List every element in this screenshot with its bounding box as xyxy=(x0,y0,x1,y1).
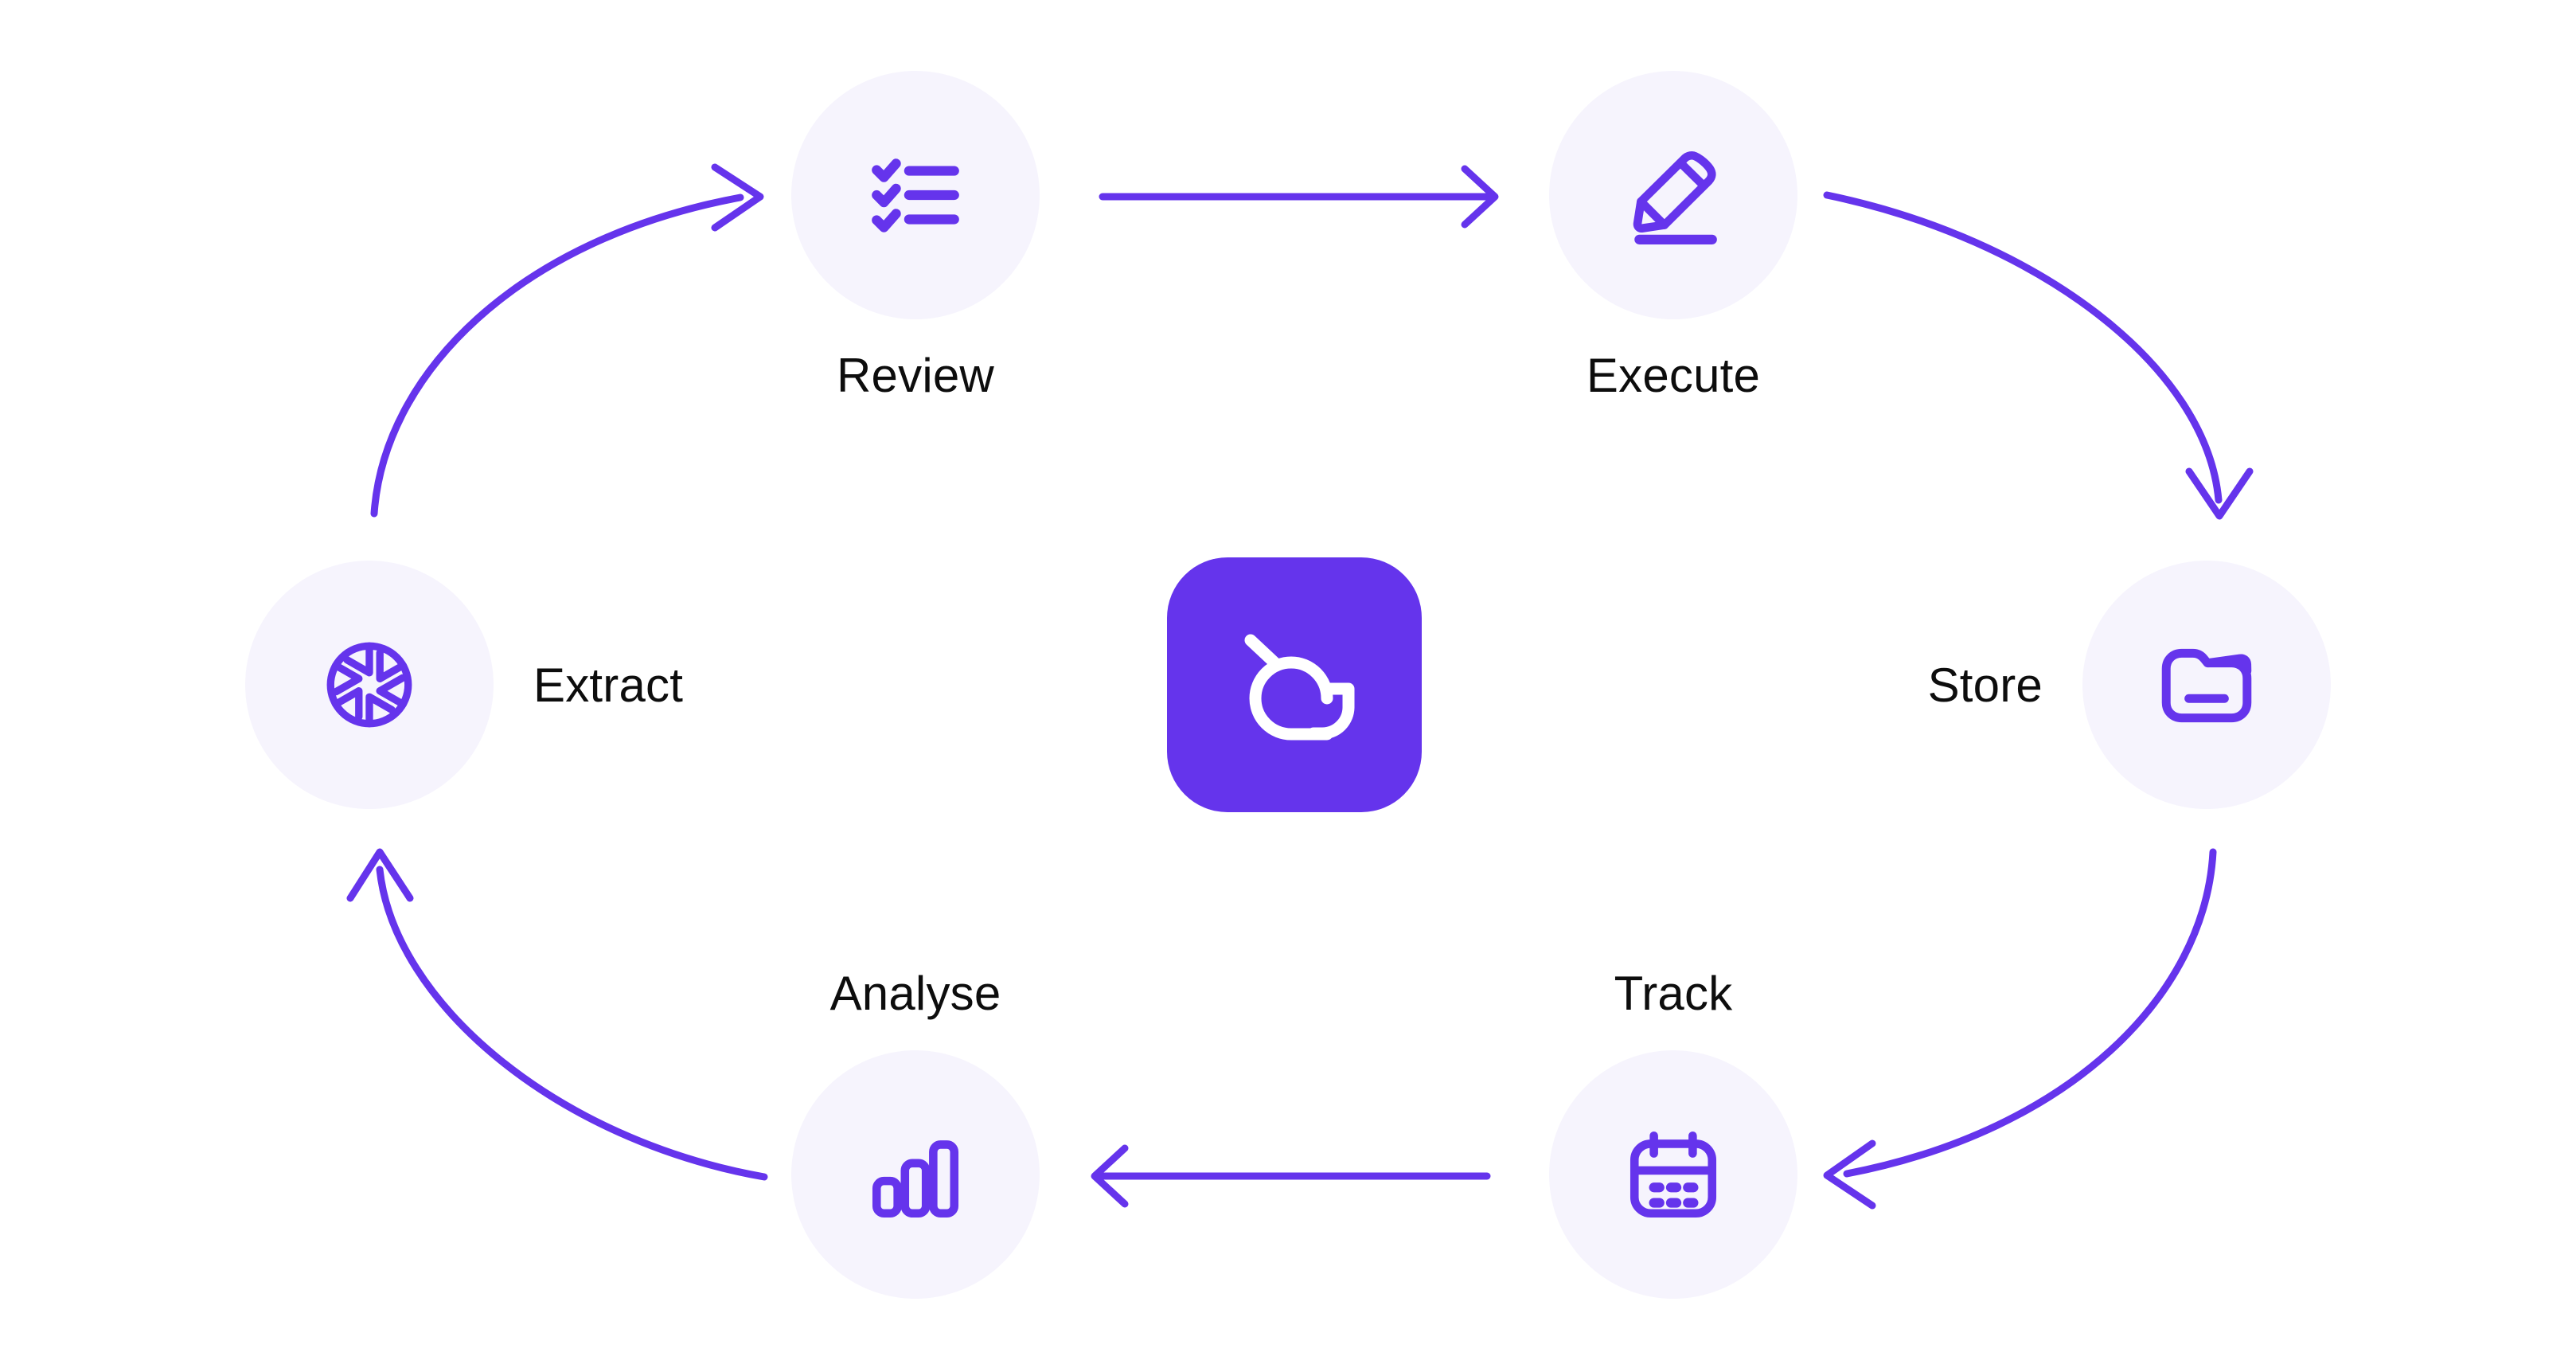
node-execute-label: Execute xyxy=(1586,349,1761,402)
aperture-icon xyxy=(326,642,412,728)
node-analyse-circle[interactable] xyxy=(791,1050,1040,1299)
node-track-circle[interactable] xyxy=(1549,1050,1797,1299)
node-execute-circle[interactable] xyxy=(1549,71,1797,319)
edge-track-to-analyse xyxy=(1091,1144,1491,1208)
edge-execute-to-store xyxy=(1823,191,2254,520)
edge-extract-to-review xyxy=(370,163,764,518)
checklist-icon xyxy=(872,158,959,233)
brand-logo[interactable] xyxy=(1167,557,1422,812)
node-store-label: Store xyxy=(1927,659,2043,712)
snail-logo-icon xyxy=(1244,634,1355,741)
node-review-label: Review xyxy=(837,349,994,402)
folder-icon xyxy=(2161,648,2252,723)
node-track-label: Track xyxy=(1614,967,1733,1020)
edge-analyse-to-extract xyxy=(346,848,768,1181)
edge-store-to-track xyxy=(1823,848,2217,1210)
node-analyse-label: Analyse xyxy=(829,967,1001,1020)
bar-chart-icon xyxy=(872,1140,959,1218)
node-extract-circle[interactable] xyxy=(245,561,494,809)
node-store-circle[interactable] xyxy=(2082,561,2331,809)
calendar-icon xyxy=(1630,1131,1717,1218)
edge-review-to-execute xyxy=(1099,165,1499,229)
node-extract-label: Extract xyxy=(533,659,684,712)
node-review-circle[interactable] xyxy=(791,71,1040,319)
pencil-signature-icon xyxy=(1633,150,1717,244)
